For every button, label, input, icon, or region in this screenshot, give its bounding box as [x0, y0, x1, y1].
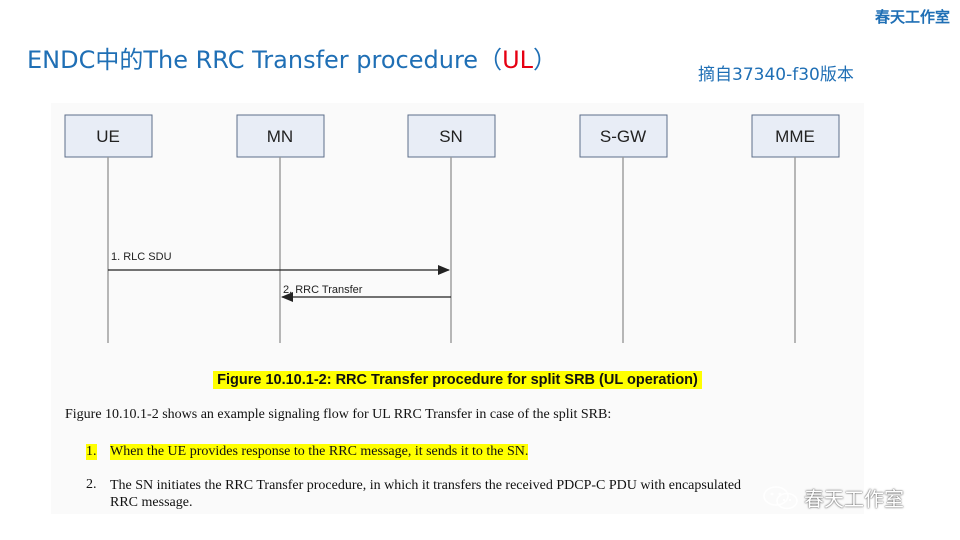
spec-figure: UE MN SN S-GW MME 1. RLC SDU 2. RRC Tran…	[51, 103, 864, 514]
step-number: 1.	[86, 444, 97, 460]
title-highlight: UL	[502, 46, 534, 74]
entity-label-sn: SN	[439, 127, 463, 146]
entity-box-mn	[236, 114, 325, 158]
entity-label-ue: UE	[96, 127, 120, 146]
wechat-logo-icon	[763, 485, 798, 509]
slide-title: ENDC中的The RRC Transfer procedure（UL）	[27, 40, 557, 75]
step-text-line-1: The SN initiates the RRC Transfer proced…	[110, 478, 742, 493]
step-text: The SN initiates the RRC Transfer proced…	[110, 477, 741, 511]
brand-label: 春天工作室	[874, 8, 950, 26]
watermark-text: 春天工作室	[804, 487, 904, 511]
figure-caption-row: Figure 10.10.1-2: RRC Transfer procedure…	[51, 369, 864, 389]
source-note: 摘自37340-f30版本	[698, 65, 854, 85]
watermark: 春天工作室	[762, 483, 904, 512]
entity-label-mn: MN	[267, 127, 293, 146]
figure-intro-text: Figure 10.10.1-2 shows an example signal…	[65, 407, 612, 422]
entity-box-sn	[407, 114, 496, 158]
entity-label-mme: MME	[775, 127, 815, 146]
figure-caption: Figure 10.10.1-2: RRC Transfer procedure…	[213, 371, 702, 389]
entity-box-ue	[64, 114, 153, 158]
entity-box-sgw	[579, 114, 668, 158]
step-number: 2.	[86, 477, 97, 492]
message-label-rrc-transfer: 2. RRC Transfer	[283, 284, 363, 296]
entity-label-sgw: S-GW	[600, 127, 646, 146]
title-prefix: ENDC中的The RRC Transfer procedure（	[27, 46, 503, 74]
step-text-line-2: RRC message.	[110, 495, 193, 510]
step-text: When the UE provides response to the RRC…	[110, 444, 529, 460]
message-label-rlc-sdu: 1. RLC SDU	[111, 251, 172, 263]
title-suffix: ）	[533, 46, 558, 74]
sequence-diagram: UE MN SN S-GW MME 1. RLC SDU 2. RRC Tran…	[64, 114, 840, 343]
